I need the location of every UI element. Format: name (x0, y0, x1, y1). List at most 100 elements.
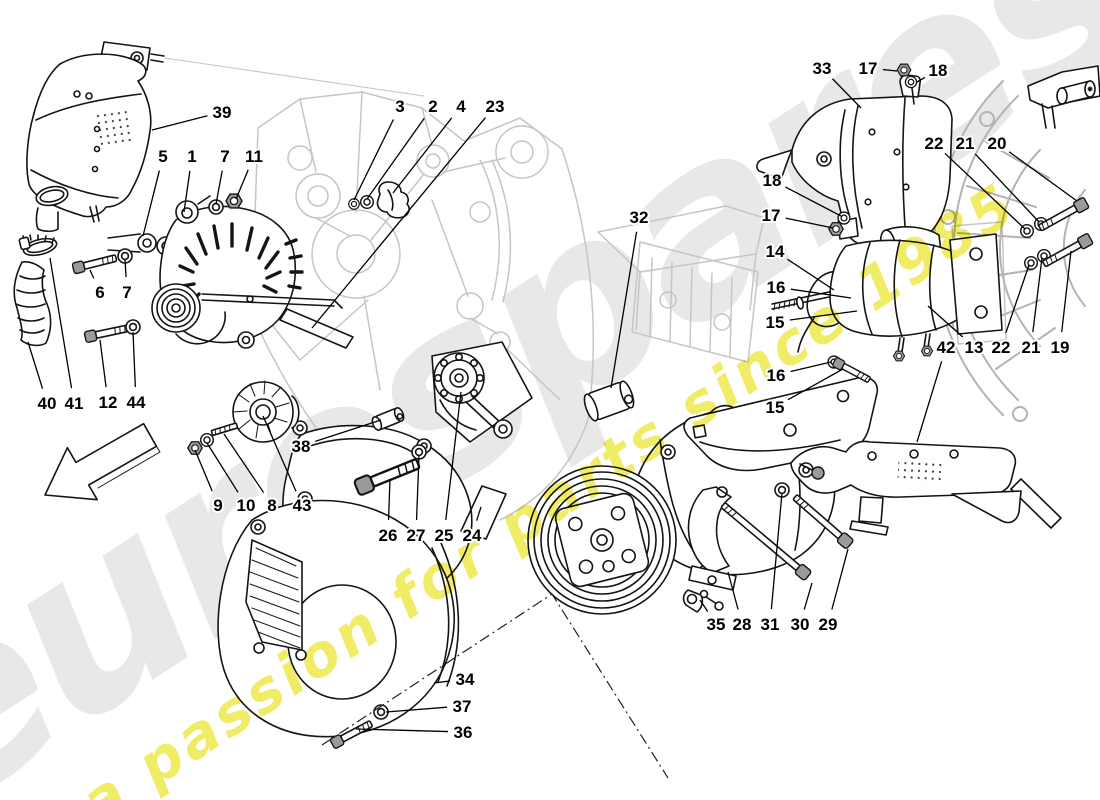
alternator-heat-shield (26, 41, 165, 233)
callout-leader-line (784, 186, 842, 217)
alternator (71, 181, 410, 349)
callout-leader-line (124, 259, 127, 278)
callout-leader-line (790, 288, 852, 299)
part-number-label: 28 (733, 615, 752, 634)
callout-leader-line (385, 706, 448, 713)
callout-leader-line (1032, 257, 1043, 333)
part-number-label: 9 (213, 496, 222, 515)
part-number-label: 20 (988, 134, 1007, 153)
callout-leader-line (785, 217, 834, 229)
belt-covers (217, 420, 473, 738)
hose-and-clamp (13, 234, 58, 347)
callout-leader-line (355, 728, 449, 733)
part-number-label: 17 (859, 59, 878, 78)
part-number-label: 41 (65, 394, 84, 413)
callout-leader-line (215, 170, 223, 205)
part-number-label: 7 (220, 147, 229, 166)
rubber-mount-4 (376, 181, 410, 219)
callout-leader-line (916, 76, 926, 83)
part-number-label: 26 (379, 526, 398, 545)
part-number-label: 27 (407, 526, 426, 545)
belt-tensioner-bearing (352, 341, 533, 498)
callout-leader-line (787, 368, 844, 401)
part-number-label: 10 (237, 496, 256, 515)
compressor-clutch-plate (554, 492, 650, 588)
part-number-label: 12 (99, 393, 118, 412)
callout-leader-line (1008, 151, 1078, 202)
callout-leader-line (770, 492, 783, 610)
part-number-label: 31 (761, 615, 780, 634)
part-number-label: 16 (767, 366, 786, 385)
callout-leader-line (392, 117, 453, 194)
part-number-label: 7 (122, 283, 131, 302)
part-number-label: 22 (925, 134, 944, 153)
callout-leader-line (789, 310, 858, 321)
callout-leader-line (916, 361, 943, 443)
starter-heat-shield (756, 63, 953, 248)
gearbox-bolts (1019, 196, 1095, 271)
callout-leader-line (206, 442, 239, 493)
part-number-label: 38 (292, 437, 311, 456)
callout-leader-line (610, 231, 638, 389)
callout-leader-line (89, 269, 95, 279)
part-number-label: 17 (762, 206, 781, 225)
rear-bracket-42 (790, 440, 1022, 536)
part-number-label: 13 (965, 338, 984, 357)
callout-leader-line (927, 305, 964, 338)
engine-mount-bobbin (583, 380, 635, 422)
callout-leader-line (353, 119, 394, 201)
part-number-label: 43 (293, 496, 312, 515)
engine-mount-bracket (1027, 65, 1100, 129)
callout-leader-line (415, 454, 420, 521)
part-number-label: 3 (395, 97, 404, 116)
part-number-label: 19 (1051, 338, 1070, 357)
callout-leader-line (132, 331, 137, 388)
callout-leader-line (223, 433, 265, 493)
part-number-label: 32 (630, 208, 649, 227)
starter-motor (771, 226, 1003, 362)
callout-leader-line (433, 680, 451, 684)
callout-leader-line (262, 415, 297, 492)
part-number-label: 35 (707, 615, 726, 634)
part-number-label: 22 (992, 338, 1011, 357)
part-number-label: 37 (453, 697, 472, 716)
shield-dot-texture (93, 109, 135, 149)
spacer-38 (371, 407, 405, 431)
callout-leader-line (831, 548, 849, 610)
part-number-label: 2 (428, 97, 437, 116)
part-number-label: 5 (158, 147, 167, 166)
part-number-label: 42 (937, 338, 956, 357)
belt-segments (279, 308, 1062, 540)
tensioner-pulley (187, 380, 405, 455)
callout-leader-line (475, 506, 482, 521)
callout-leader-line (99, 339, 107, 388)
part-number-label: 15 (766, 313, 785, 332)
compressor-bracket-28 (687, 486, 732, 574)
callout-leader-line (882, 68, 898, 72)
part-number-label: 14 (766, 242, 785, 261)
part-number-label: 21 (956, 134, 975, 153)
callout-leader-line (1061, 250, 1072, 333)
part-number-label: 23 (486, 97, 505, 116)
part-number-label: 4 (456, 97, 466, 116)
callout-leader-line (832, 78, 862, 109)
part-number-label: 21 (1022, 338, 1041, 357)
part-number-label: 36 (454, 723, 473, 742)
callout-leader-line (803, 582, 813, 610)
callout-leader-line (235, 169, 249, 200)
callout-leader-line (699, 599, 709, 612)
part-number-label: 40 (38, 394, 57, 413)
callout-leader-line (27, 341, 44, 389)
part-number-label: 18 (763, 171, 782, 190)
callout-leader-line (445, 391, 462, 521)
part-number-label: 33 (813, 59, 832, 78)
part-number-label: 6 (95, 283, 104, 302)
callout-leader-line (790, 361, 832, 373)
callout-leader-line (194, 449, 213, 492)
part-number-label: 8 (267, 496, 276, 515)
callout-leader-line (183, 170, 191, 213)
part-number-label: 30 (791, 615, 810, 634)
part-number-label: 25 (435, 526, 454, 545)
